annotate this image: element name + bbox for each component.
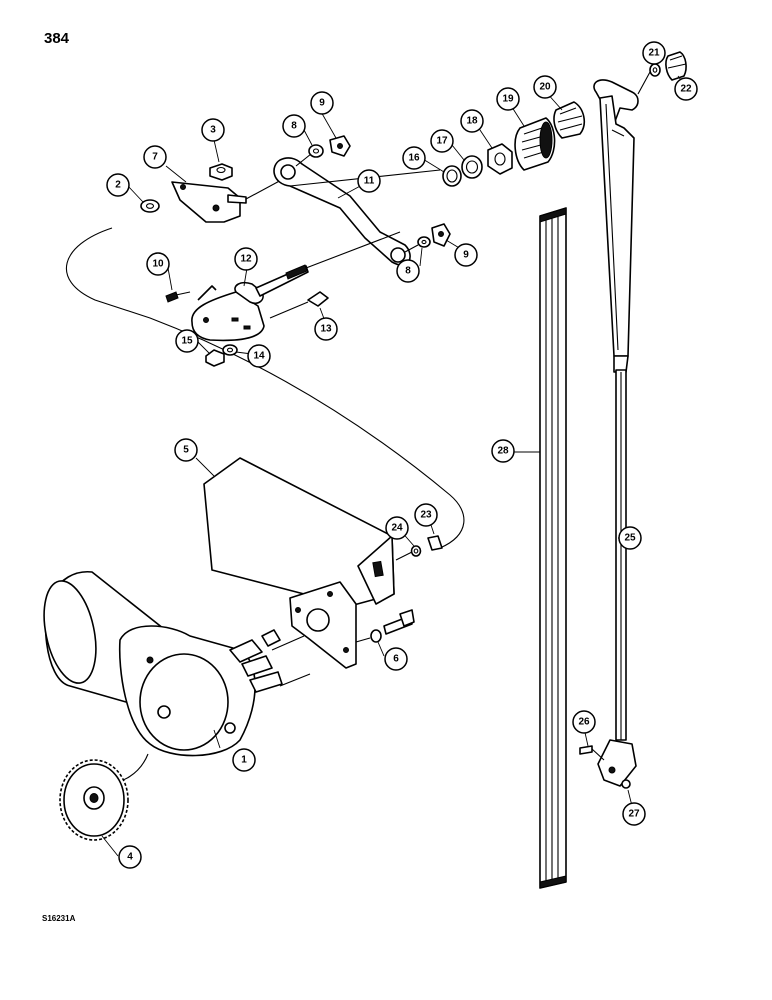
screw-part: [579, 745, 593, 755]
link-bar-part: [273, 157, 411, 266]
callout-12: 12: [234, 247, 258, 271]
svg-text:2: 2: [115, 180, 121, 191]
svg-text:16: 16: [408, 153, 420, 164]
nut-part: [621, 779, 631, 789]
callout-21: 21: [642, 41, 666, 65]
svg-text:22: 22: [680, 84, 692, 95]
svg-text:1: 1: [241, 755, 247, 766]
svg-text:28: 28: [497, 446, 509, 457]
svg-text:5: 5: [183, 445, 189, 456]
callout-10: 10: [146, 252, 170, 276]
svg-text:3: 3: [210, 125, 216, 136]
svg-text:18: 18: [466, 116, 478, 127]
stud-part: [269, 291, 329, 319]
svg-text:14: 14: [253, 351, 265, 362]
callout-4: 4: [118, 845, 142, 869]
callout-9: 9: [310, 91, 334, 115]
callout-23: 23: [414, 503, 438, 527]
screw-part: [165, 291, 179, 303]
washer-part: [370, 629, 382, 643]
callout-24: 24: [385, 516, 409, 540]
svg-text:23: 23: [420, 510, 432, 521]
washer-part: [649, 63, 661, 77]
svg-text:15: 15: [181, 336, 193, 347]
callout-11: 11: [357, 169, 381, 193]
washer-part: [410, 545, 422, 557]
page-number: 384: [44, 30, 70, 47]
svg-text:11: 11: [364, 176, 375, 187]
svg-text:6: 6: [393, 654, 399, 665]
svg-text:8: 8: [291, 121, 297, 132]
svg-text:4: 4: [127, 852, 133, 863]
washer-part: [417, 236, 431, 248]
svg-text:20: 20: [539, 82, 551, 93]
callout-16: 16: [402, 146, 426, 170]
callout-3: 3: [201, 118, 225, 142]
callout-9: 9: [454, 243, 478, 267]
svg-text:9: 9: [319, 98, 325, 109]
washer-part: [308, 144, 324, 158]
svg-text:25: 25: [624, 533, 636, 544]
svg-text:26: 26: [578, 717, 590, 728]
callout-6: 6: [384, 647, 408, 671]
svg-text:13: 13: [320, 324, 332, 335]
svg-text:17: 17: [436, 136, 448, 147]
bushing-part: [514, 117, 556, 171]
cap-part: [553, 101, 586, 139]
acorn-nut-part: [665, 51, 687, 81]
callout-22: 22: [674, 77, 698, 101]
callout-27: 27: [622, 802, 646, 826]
callout-26: 26: [572, 710, 596, 734]
wiper-motor-part: [43, 570, 283, 757]
callout-2: 2: [106, 173, 130, 197]
svg-text:9: 9: [463, 250, 469, 261]
shaft-crank-part: [191, 264, 309, 342]
callout-28: 28: [491, 439, 515, 463]
nut-part: [487, 143, 513, 175]
svg-text:19: 19: [502, 94, 514, 105]
nut-part: [209, 163, 233, 181]
callout-15: 15: [175, 329, 199, 353]
svg-text:8: 8: [405, 266, 411, 277]
callout-20: 20: [533, 75, 557, 99]
callout-18: 18: [460, 109, 484, 133]
washer-part: [461, 155, 483, 179]
callout-8: 8: [396, 259, 420, 283]
bolt-part: [427, 535, 443, 551]
svg-text:12: 12: [240, 254, 252, 265]
svg-text:24: 24: [391, 523, 403, 534]
washer-part: [140, 199, 160, 213]
callout-7: 7: [143, 145, 167, 169]
svg-text:21: 21: [648, 48, 660, 59]
svg-text:27: 27: [628, 809, 640, 820]
callout-8: 8: [282, 114, 306, 138]
mounting-bracket-part: [203, 457, 395, 669]
callout-1: 1: [232, 748, 256, 772]
callout-14: 14: [247, 344, 271, 368]
svg-text:10: 10: [152, 259, 164, 270]
washer-part: [222, 344, 238, 356]
wiper-arm-part: [593, 79, 639, 787]
callout-17: 17: [430, 129, 454, 153]
motor-terminals: [229, 629, 283, 693]
callout-25: 25: [618, 526, 642, 550]
figure-code: S16231A: [42, 914, 76, 923]
callout-13: 13: [314, 317, 338, 341]
bracket-part: [171, 181, 247, 223]
gear-part: [59, 759, 129, 841]
svg-text:7: 7: [152, 152, 158, 163]
washer-part: [442, 165, 462, 187]
callout-19: 19: [496, 87, 520, 111]
wiper-blade-part: [539, 207, 567, 889]
callout-5: 5: [174, 438, 198, 462]
nut-part: [205, 349, 225, 367]
assembly-outline-curve: [65, 227, 465, 549]
